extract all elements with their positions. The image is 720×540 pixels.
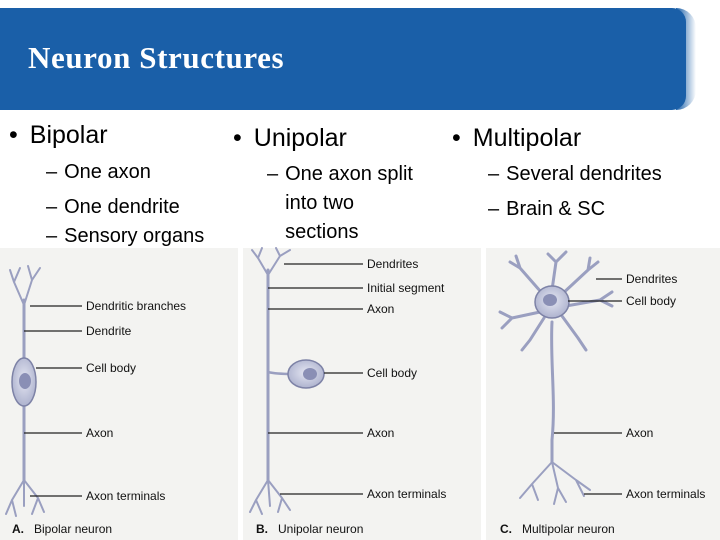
label-initial-segment: Initial segment (367, 281, 445, 295)
bullet-unipolar-label: Unipolar (253, 124, 347, 152)
bipolar-nucleus (19, 373, 31, 389)
bullet-unipolar: •Unipolar (233, 124, 347, 152)
list-item: –Brain & SC (488, 198, 606, 220)
unipolar-panel (243, 248, 481, 540)
bipolar-neuron (5, 265, 45, 517)
list-item: –One axon split into two sections (267, 163, 413, 243)
label-axon: Axon (86, 426, 113, 440)
bullet-multipolar: •Multipolar (452, 124, 582, 152)
bullet-bipolar: •Bipolar (9, 121, 108, 149)
label-dendrites: Dendrites (367, 257, 418, 271)
label-axon: Axon (367, 426, 394, 440)
label-axon-terminals: Axon terminals (86, 489, 165, 503)
label-dendrites: Dendrites (626, 272, 677, 286)
bipolar-subitems: –One axon –One dendrite –Sensory organs (46, 158, 204, 251)
label-dendritic-branches: Dendritic branches (86, 299, 186, 313)
multipolar-leaders (554, 278, 622, 495)
unipolar-subitems: –One axon split into two sections (267, 160, 425, 247)
caption-multipolar: Multipolar neuron (522, 522, 615, 536)
label-cell-body: Cell body (86, 361, 136, 375)
bullet-bipolar-label: Bipolar (29, 121, 108, 149)
list-item: –Sensory organs (46, 225, 205, 247)
unipolar-leaders (268, 263, 363, 495)
slide-title: Neuron Structures (28, 40, 285, 75)
label-axon: Axon (626, 426, 653, 440)
label-dendrite: Dendrite (86, 324, 132, 338)
bipolar-panel (0, 248, 238, 540)
bipolar-leaders (24, 305, 82, 497)
unipolar-nucleus (303, 368, 317, 380)
caption-letter-b: B. (256, 522, 268, 536)
caption-letter-a: A. (12, 522, 24, 536)
list-item: –One dendrite (46, 196, 180, 218)
list-item: –Several dendrites (488, 163, 662, 185)
label-cell-body: Cell body (367, 366, 417, 380)
multipolar-nucleus (543, 294, 557, 306)
unipolar-neuron (249, 247, 294, 515)
list-item: –One axon (46, 161, 151, 183)
bullet-multipolar-label: Multipolar (472, 124, 582, 152)
caption-letter-c: C. (500, 522, 512, 536)
label-cell-body: Cell body (626, 294, 676, 308)
caption-bipolar: Bipolar neuron (34, 522, 112, 536)
title-bar (0, 8, 696, 110)
caption-unipolar: Unipolar neuron (278, 522, 363, 536)
label-axon: Axon (367, 302, 394, 316)
label-axon-terminals: Axon terminals (367, 487, 446, 501)
multipolar-subitems: –Several dendrites –Brain & SC (488, 160, 662, 224)
label-axon-terminals: Axon terminals (626, 487, 705, 501)
